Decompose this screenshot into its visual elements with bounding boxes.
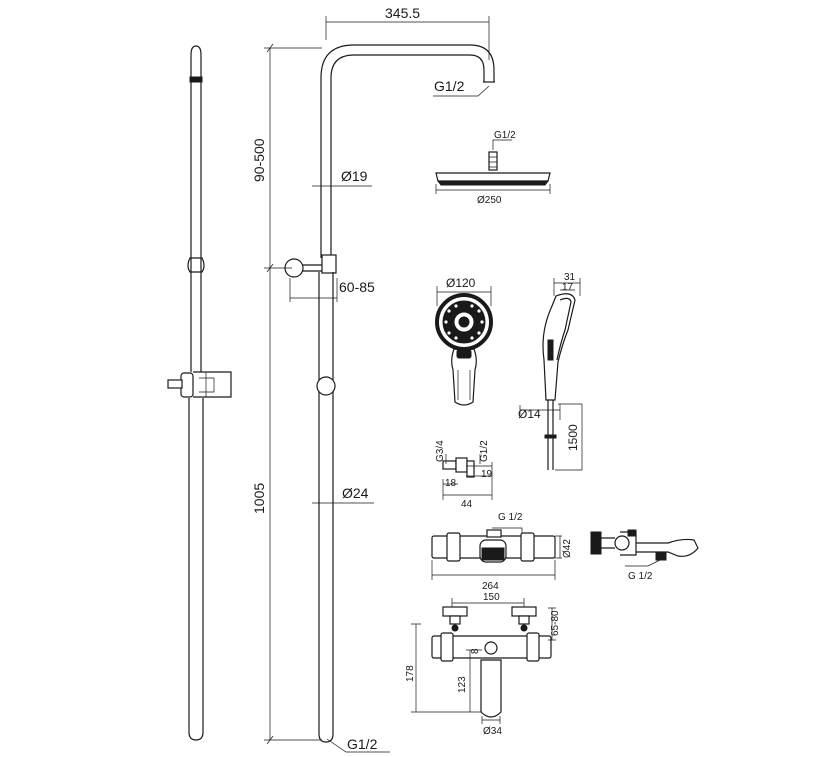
dim-bath-spout-diameter: Ø34 — [483, 726, 502, 737]
dim-bath-depth: 65-80 — [550, 610, 561, 636]
eccentric-connector — [442, 454, 493, 500]
dim-arm-length: 345.5 — [385, 5, 420, 21]
dim-eccentric-width: 44 — [461, 499, 473, 510]
thermostat-front — [431, 527, 562, 580]
dim-eccentric-18: 18 — [445, 478, 457, 489]
bath-spout-side — [590, 529, 699, 567]
bath-mixer-front — [411, 598, 556, 724]
dim-bath-thread: G 1/2 — [628, 571, 653, 582]
dim-bath-height: 178 — [405, 665, 416, 682]
dim-bath-8: 8 — [470, 648, 481, 654]
hand-shower-front — [435, 286, 493, 406]
dim-eccentric-19: 19 — [481, 469, 493, 480]
dim-thermostat-diameter: Ø42 — [562, 539, 573, 558]
dim-head-diameter: Ø250 — [477, 195, 502, 206]
dim-thermostat-width: 264 — [482, 581, 499, 592]
dim-adjust-range: 90-500 — [251, 138, 267, 182]
dim-hand-diameter: Ø120 — [446, 276, 476, 290]
dim-bottom-thread: G1/2 — [347, 736, 378, 752]
dim-bath-spout-height: 123 — [457, 676, 468, 693]
head-shower — [435, 139, 551, 194]
dim-hose-diameter: Ø14 — [518, 407, 541, 421]
dim-head-thread: G1/2 — [494, 130, 516, 141]
dim-hand-neck: 17 — [562, 282, 574, 293]
dim-riser-height: 1005 — [251, 483, 267, 514]
dim-hose-length: 1500 — [566, 424, 580, 451]
dim-hand-depth: 31 — [564, 272, 576, 283]
dim-eccentric-in: G3/4 — [435, 440, 446, 462]
column-side-view — [167, 45, 232, 741]
dim-upper-tube: Ø19 — [341, 168, 368, 184]
dim-bath-centres: 150 — [483, 592, 500, 603]
dim-top-thread: G1/2 — [434, 78, 465, 94]
dim-lower-tube: Ø24 — [342, 485, 369, 501]
dim-thermostat-thread: G 1/2 — [498, 512, 523, 523]
dim-bracket-depth: 60-85 — [339, 279, 375, 295]
column-front-view — [264, 16, 495, 753]
hand-shower-side — [519, 278, 583, 471]
dim-eccentric-out: G1/2 — [479, 440, 490, 462]
